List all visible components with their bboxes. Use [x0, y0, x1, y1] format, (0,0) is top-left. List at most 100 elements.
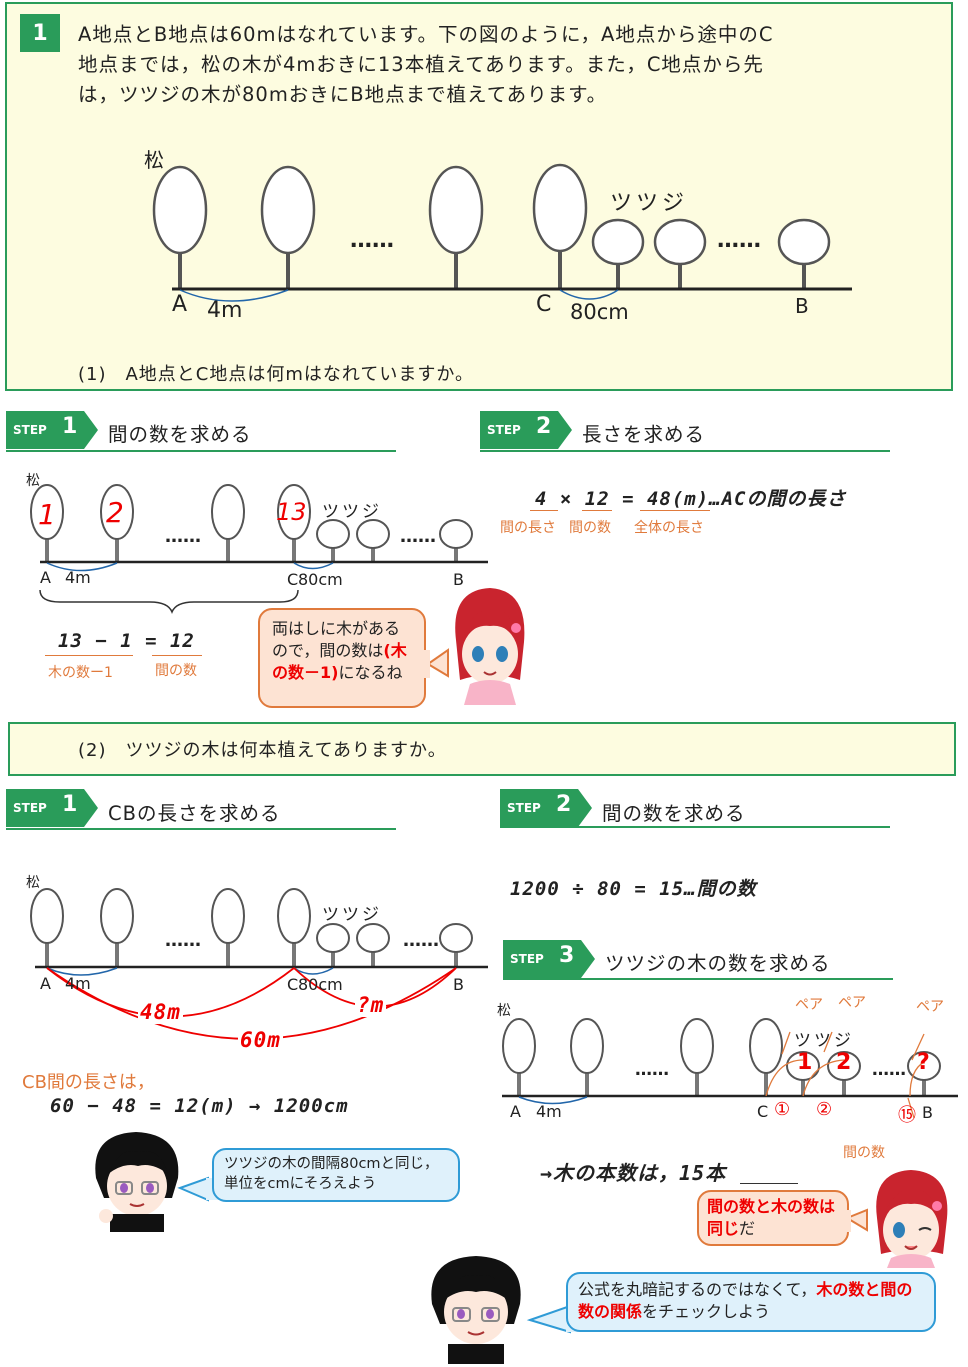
step-underline: [503, 978, 893, 980]
pair-label: ペア: [838, 995, 866, 1011]
label-gap-count: 間の数: [155, 663, 197, 679]
azalea-tree: [777, 218, 831, 266]
question-1: (1) A地点とC地点は何mはなれていますか。: [78, 364, 475, 385]
pine-label: 松: [26, 875, 40, 891]
question-number-badge: 1: [20, 14, 60, 52]
question-2-box: [8, 722, 956, 776]
pine-tree: [152, 165, 208, 255]
step-underline: [500, 826, 890, 828]
step1-title: CBの長さを求める: [108, 802, 281, 825]
azalea-count-2: 2: [836, 1050, 852, 1075]
gap-arc: [179, 289, 289, 302]
gap-number-1: ①: [774, 1099, 791, 1120]
gap-count-label: 間の数: [843, 1145, 885, 1161]
azalea-count-diagram: [502, 1018, 958, 1119]
point-b-label: B: [795, 294, 809, 318]
arc-label-60m: 60m: [238, 1028, 283, 1052]
point-b-label: B: [922, 1103, 933, 1122]
azalea-tree: [591, 218, 645, 266]
point-c-label: C: [287, 975, 299, 994]
equation-gap-count: 1200 ÷ 80 = 15…間の数: [510, 878, 757, 900]
pine-gap-label: 4m: [536, 1102, 562, 1121]
pine-tree: [260, 165, 316, 255]
point-a-label: A: [40, 974, 51, 993]
label-gap-count: 間の数: [569, 520, 611, 536]
boy-avatar: [95, 1132, 220, 1232]
arc-label-unknown: ?m: [355, 993, 387, 1017]
step1-tree-diagram: [30, 484, 488, 615]
pine-tree: [428, 165, 484, 255]
girl-avatar: [420, 588, 525, 705]
step2-tag: STEP 2: [500, 789, 592, 827]
answer-tree-count: →木の本数は，15本: [540, 1161, 727, 1185]
azalea-label: ツツジ: [610, 191, 689, 216]
step1-title: 間の数を求める: [108, 423, 252, 446]
dots: ……: [403, 930, 439, 951]
tree-count-1: 1: [38, 498, 56, 531]
boy-avatar: [431, 1256, 580, 1364]
pine-label: 松: [497, 1003, 511, 1019]
equation-ac-length: 4 × 12 = 48(m)…ACの間の長さ: [535, 488, 847, 510]
brace: [39, 589, 299, 615]
azalea-count-unknown: ?: [917, 1050, 930, 1075]
step-underline: [6, 450, 396, 452]
dots: ……: [400, 526, 436, 547]
pine-label: 松: [144, 148, 164, 172]
azalea-tree: [653, 218, 707, 266]
point-c-label: C: [536, 292, 552, 317]
gap-number-15: ⑮: [898, 1105, 916, 1126]
step-underline: [6, 828, 396, 830]
step1-tag: STEP 1: [6, 789, 98, 827]
girl-speech-bubble: 両はしに木があるので，間の数は(木の数－1)になるね: [258, 608, 426, 708]
pine-gap-label: 4m: [207, 298, 243, 323]
problem-line: は，ツツジの木が80mおきにB地点まで植えてあります。: [78, 83, 608, 106]
azalea-label: ツツジ: [322, 502, 382, 522]
step2-title: 長さを求める: [582, 423, 706, 446]
pine-gap-label: 4m: [65, 974, 91, 993]
azalea-gap-label: 80cm: [298, 570, 343, 589]
step3-tag: STEP 3: [503, 940, 595, 978]
dots: ……: [165, 526, 201, 547]
step1-tag: STEP 1: [6, 411, 98, 449]
dots: ……: [165, 930, 201, 951]
dots: ……: [350, 228, 394, 253]
pine-label: 松: [26, 473, 40, 489]
equation-gap-count: 13 − 1 = 12: [58, 630, 195, 652]
step2-tag: STEP 2: [480, 411, 572, 449]
label-total-length: 全体の長さ: [634, 520, 704, 536]
point-b-label: B: [453, 975, 464, 994]
main-tree-diagram: [152, 163, 852, 302]
dots: ……: [872, 1060, 906, 1080]
boy-speech-bubble: ツツジの木の間隔80cmと同じ，単位をcmにそろえよう: [212, 1148, 460, 1202]
dots: ……: [717, 228, 761, 253]
girl-speech-bubble: 間の数と木の数は同じだ: [697, 1190, 849, 1246]
cb-length-diagram: [30, 888, 488, 1040]
arc-label-48m: 48m: [138, 1000, 183, 1024]
question-2: (2) ツツジの木は何本植えてありますか。: [78, 740, 447, 761]
problem-text: A地点とB地点は60mはなれています。下の図のように，A地点から途中のC 地点ま…: [78, 20, 928, 110]
equation-cb-length: 60 − 48 = 12(m) → 1200cm: [50, 1095, 349, 1117]
azalea-label: ツツジ: [322, 905, 382, 925]
step-underline: [480, 450, 890, 452]
gap-number-2: ②: [816, 1099, 833, 1120]
pine-tree: [532, 163, 588, 253]
point-a-label: A: [172, 292, 188, 317]
azalea-count-1: 1: [797, 1050, 813, 1075]
gap-arc: [559, 289, 619, 300]
point-c-label: C: [757, 1102, 769, 1121]
step2-title: 間の数を求める: [602, 802, 746, 825]
pine-gap-label: 4m: [65, 568, 91, 587]
problem-line: A地点とB地点は60mはなれています。下の図のように，A地点から途中のC: [78, 23, 774, 46]
point-c-label: C: [287, 570, 299, 589]
girl-avatar: [843, 1170, 948, 1268]
point-a-label: A: [40, 568, 51, 587]
cb-length-intro: CB間の長さは，: [22, 1072, 155, 1093]
point-a-label: A: [510, 1102, 521, 1121]
tree-count-13: 13: [276, 498, 307, 526]
problem-line: 地点までは，松の木が4mおきに13本植えてあります。また，C地点から先: [78, 53, 764, 76]
dots: ……: [635, 1060, 669, 1080]
pair-label: ペア: [916, 999, 944, 1015]
label-gap-length: 間の長さ: [500, 520, 556, 536]
azalea-label: ツツジ: [794, 1031, 854, 1051]
final-speech-bubble: 公式を丸暗記するのではなくて，木の数と間の数の関係をチェックしよう: [566, 1272, 936, 1332]
